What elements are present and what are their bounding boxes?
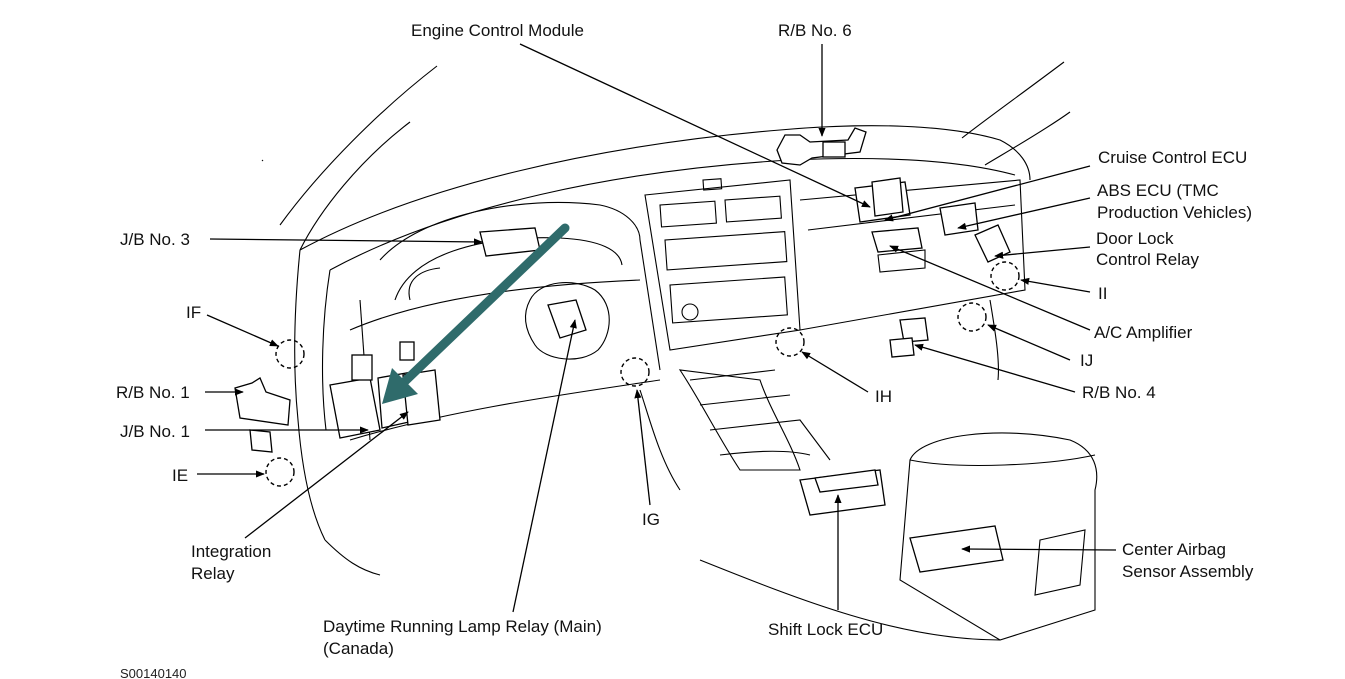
connector-ie [265,457,295,487]
label-ij: IJ [1080,351,1093,370]
label-ii: II [1098,284,1107,303]
label-ac-amplifier: A/C Amplifier [1094,323,1193,342]
label-integration-line2: Relay [191,564,235,583]
label-rb-no1: R/B No. 1 [116,383,190,402]
figure-code: S00140140 [120,666,187,679]
label-jb-no3: J/B No. 3 [120,230,190,249]
label-engine-control-module: Engine Control Module [411,21,584,40]
connector-ih [775,327,805,357]
label-integration-line1: Integration [191,542,271,561]
connector-ij [957,302,987,332]
labels: Engine Control Module R/B No. 6 Cruise C… [116,21,1254,679]
label-ih: IH [875,387,892,406]
highlight-arrow [382,223,570,404]
label-cruise-control-ecu: Cruise Control ECU [1098,148,1247,167]
connector-ii [990,261,1020,291]
connector-markers [265,261,1020,487]
label-ie: IE [172,466,188,485]
label-if: IF [186,303,201,322]
label-door-lock-line1: Door Lock [1096,229,1174,248]
label-center-airbag-line1: Center Airbag [1122,540,1226,559]
label-door-lock-line2: Control Relay [1096,250,1199,269]
label-ig: IG [642,510,660,529]
label-abs-ecu-line1: ABS ECU (TMC [1097,181,1219,200]
connector-if [275,339,305,369]
label-center-airbag-line2: Sensor Assembly [1122,562,1254,581]
label-jb-no1: J/B No. 1 [120,422,190,441]
label-drl-line1: Daytime Running Lamp Relay (Main) [323,617,602,636]
label-rb-no4: R/B No. 4 [1082,383,1156,402]
leader-lines [197,43,1117,613]
dashboard-illustration [234,61,1098,641]
label-abs-ecu-line2: Production Vehicles) [1097,203,1252,222]
label-shift-lock-ecu: Shift Lock ECU [768,620,883,639]
label-drl-line2: (Canada) [323,639,394,658]
connector-ig [620,357,650,387]
label-rb-no6: R/B No. 6 [778,21,852,40]
